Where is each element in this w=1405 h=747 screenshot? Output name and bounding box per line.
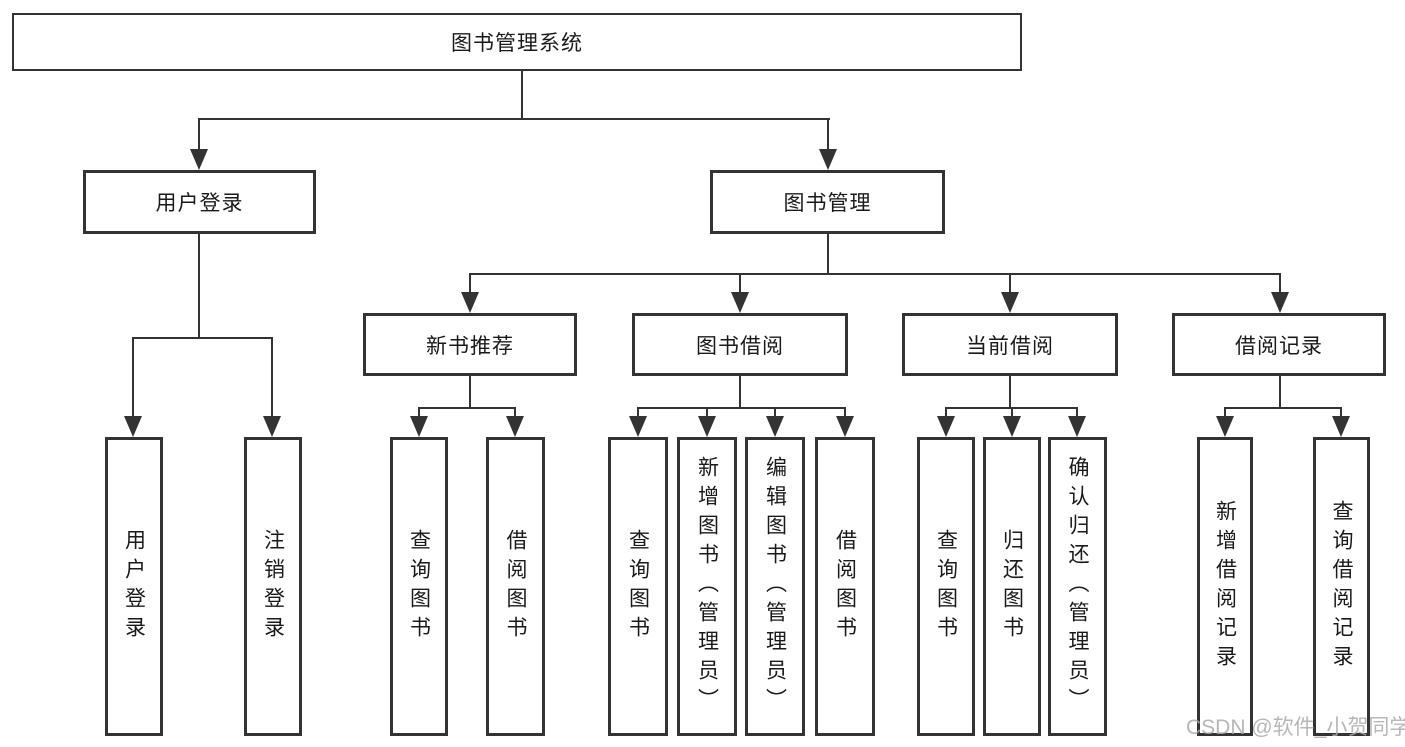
connector-line xyxy=(637,407,846,409)
leaf-query-borrow-record: 查询借阅记录 xyxy=(1313,437,1370,736)
leaf-add-borrow-record: 新增借阅记录 xyxy=(1197,437,1253,736)
node-book-borrowing: 图书借阅 xyxy=(632,313,848,376)
arrow-down-icon xyxy=(937,416,955,437)
leaf-query-books-borrowing: 查询图书 xyxy=(608,437,668,736)
connector-line xyxy=(1279,376,1281,407)
connector-line xyxy=(198,234,200,337)
node-label: 用户登录 xyxy=(122,528,146,645)
node-label: 查询图书 xyxy=(934,528,958,645)
csdn-watermark: CSDN @软件_小贺同学 xyxy=(1186,716,1405,739)
node-label: 确认归还（管理员） xyxy=(1066,456,1089,717)
leaf-borrow-books: 借阅图书 xyxy=(815,437,875,736)
node-label: 编辑图书（管理员） xyxy=(763,456,787,717)
connector-line xyxy=(706,409,708,417)
node-label: 借阅图书 xyxy=(833,528,857,645)
leaf-add-books-admin: 新增图书（管理员） xyxy=(677,437,737,736)
node-label: 新书推荐 xyxy=(426,334,514,358)
node-borrowing-records: 借阅记录 xyxy=(1172,313,1386,376)
connector-line xyxy=(418,407,516,409)
arrow-down-icon xyxy=(263,416,281,437)
connector-line xyxy=(469,275,471,292)
leaf-edit-books-admin: 编辑图书（管理员） xyxy=(745,437,805,736)
connector-line xyxy=(739,376,741,407)
node-user-login: 用户登录 xyxy=(83,170,316,234)
arrow-down-icon xyxy=(461,292,479,313)
connector-line xyxy=(198,118,830,120)
arrow-down-icon xyxy=(1068,416,1086,437)
arrow-down-icon xyxy=(1271,292,1289,313)
connector-line xyxy=(1009,275,1011,292)
node-label: 借阅记录 xyxy=(1235,334,1323,358)
leaf-return-books: 归还图书 xyxy=(983,437,1041,736)
node-label: 用户登录 xyxy=(155,192,244,215)
arrow-down-icon xyxy=(190,149,208,170)
node-label: 注销登录 xyxy=(261,528,285,645)
arrow-down-icon xyxy=(124,416,142,437)
connector-line xyxy=(469,376,471,407)
connector-line xyxy=(1009,376,1011,407)
connector-line xyxy=(514,409,516,417)
connector-line xyxy=(469,273,1281,275)
connector-line xyxy=(132,339,134,416)
node-new-book-recommendation: 新书推荐 xyxy=(363,313,577,376)
connector-line xyxy=(774,409,776,417)
connector-line xyxy=(827,234,829,273)
connector-line xyxy=(945,409,947,417)
connector-line xyxy=(1224,407,1342,409)
node-label: 图书管理系统 xyxy=(451,32,583,55)
connector-line xyxy=(1076,409,1078,417)
node-label: 当前借阅 xyxy=(966,334,1054,358)
node-label: 查询借阅记录 xyxy=(1330,499,1353,674)
arrow-down-icon xyxy=(766,416,784,437)
connector-line xyxy=(418,409,420,417)
leaf-query-books-current: 查询图书 xyxy=(917,437,975,736)
leaf-user-login: 用户登录 xyxy=(105,437,163,736)
connector-line xyxy=(1224,409,1226,417)
connector-line xyxy=(271,339,273,416)
arrow-down-icon xyxy=(629,416,647,437)
arrow-down-icon xyxy=(698,416,716,437)
node-label: 借阅图书 xyxy=(504,528,527,645)
arrow-down-icon xyxy=(1003,416,1021,437)
arrow-down-icon xyxy=(1216,416,1234,437)
node-label: 图书借阅 xyxy=(696,334,784,358)
arrow-down-icon xyxy=(731,292,749,313)
connector-line xyxy=(945,407,1078,409)
leaf-query-books-recommendation: 查询图书 xyxy=(390,437,448,736)
arrow-down-icon xyxy=(836,416,854,437)
connector-line xyxy=(521,71,523,118)
connector-line xyxy=(198,120,200,149)
connector-line xyxy=(827,120,829,149)
arrow-down-icon xyxy=(410,416,428,437)
node-label: 新增图书（管理员） xyxy=(695,456,719,717)
node-current-borrowing: 当前借阅 xyxy=(902,313,1118,376)
node-label: 查询图书 xyxy=(407,528,431,645)
leaf-borrow-books-recommendation: 借阅图书 xyxy=(486,437,545,736)
connector-line xyxy=(1340,409,1342,417)
arrow-down-icon xyxy=(506,416,524,437)
leaf-confirm-return-admin: 确认归还（管理员） xyxy=(1048,437,1107,736)
node-label: 归还图书 xyxy=(1000,528,1024,645)
node-label: 新增借阅记录 xyxy=(1213,499,1237,674)
connector-line xyxy=(132,337,273,339)
connector-line xyxy=(1279,275,1281,292)
node-library-management-system: 图书管理系统 xyxy=(12,13,1022,71)
connector-line xyxy=(739,275,741,292)
connector-line xyxy=(844,409,846,417)
leaf-logout: 注销登录 xyxy=(244,437,302,736)
node-label: 查询图书 xyxy=(626,528,650,645)
connector-line xyxy=(637,409,639,417)
arrow-down-icon xyxy=(1001,292,1019,313)
arrow-down-icon xyxy=(819,149,837,170)
connector-line xyxy=(1011,409,1013,417)
arrow-down-icon xyxy=(1332,416,1350,437)
node-book-management: 图书管理 xyxy=(710,170,945,234)
node-label: 图书管理 xyxy=(783,192,872,215)
